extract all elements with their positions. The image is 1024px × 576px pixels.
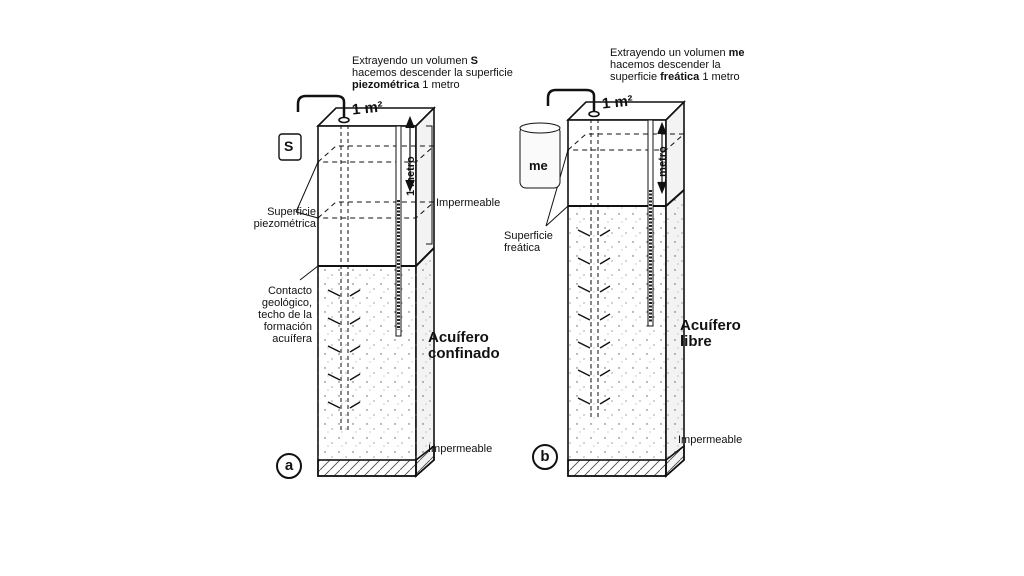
contact-line4: formación <box>263 321 312 333</box>
surface-label-b-line1: Superficie <box>504 230 553 242</box>
aquifer-b-line1: Acuífero <box>680 317 741 334</box>
meter-label-b: 1 metro <box>657 146 669 186</box>
impermeable-top-label-a: Impermeable <box>436 197 501 209</box>
caption-a-line1: Extrayendo un volumen <box>352 55 471 67</box>
meter-label-a: 1 metro <box>405 156 417 196</box>
caption-b-rest: 1 metro <box>699 71 740 83</box>
impermeable-bottom-label-a: Impermeable <box>428 443 493 455</box>
caption-a-bold: piezométrica <box>352 79 420 91</box>
column-a <box>278 94 436 478</box>
aquifer-b-line2: libre <box>680 333 712 350</box>
panel-letter-b: b <box>532 444 558 470</box>
surface-label-b-line2: freática <box>504 242 541 254</box>
surface-label-a: Superficie piezométrica <box>240 206 316 230</box>
aquifer-a-line2: confinado <box>428 345 500 362</box>
aquifer-label-b: Acuífero libre <box>680 318 741 350</box>
caption-b-line1: Extrayendo un volumen <box>610 47 729 59</box>
caption-b-bold: freática <box>660 71 700 83</box>
surface-label-a-line1: Superficie <box>267 206 316 218</box>
caption-a-rest: 1 metro <box>419 79 460 91</box>
container-label-a: S <box>284 138 294 154</box>
caption-b-line2: hacemos descender la <box>610 59 721 71</box>
caption-a-line2: hacemos descender la superficie <box>352 67 513 79</box>
aquifer-label-a: Acuífero confinado <box>428 330 500 362</box>
area-label-b: 1 m² <box>601 92 634 113</box>
contact-line1: Contacto <box>267 285 312 297</box>
surface-label-b: Superficie freática <box>504 230 553 254</box>
caption-b-symbol: me <box>728 47 745 59</box>
contact-line3: techo de la <box>258 309 312 321</box>
area-label-a: 1 m² <box>351 98 384 119</box>
contact-label-a: Contacto geológico, techo de la formació… <box>236 285 312 345</box>
impermeable-bottom-label-b: Impermeable <box>678 434 743 446</box>
panel-letter-a: a <box>276 453 302 479</box>
aquifer-a-line1: Acuífero <box>428 329 489 346</box>
caption-b: Extrayendo un volumen me hacemos descend… <box>610 47 745 83</box>
container-label-b: me <box>529 158 548 173</box>
caption-a-symbol: S <box>470 55 478 67</box>
contact-line5: acuífera <box>272 333 312 345</box>
caption-a: Extrayendo un volumen S hacemos descende… <box>352 55 513 91</box>
caption-b-pre: superficie <box>610 71 661 83</box>
surface-label-a-line2: piezométrica <box>253 218 316 230</box>
contact-line2: geológico, <box>261 297 312 309</box>
column-b <box>519 88 686 478</box>
